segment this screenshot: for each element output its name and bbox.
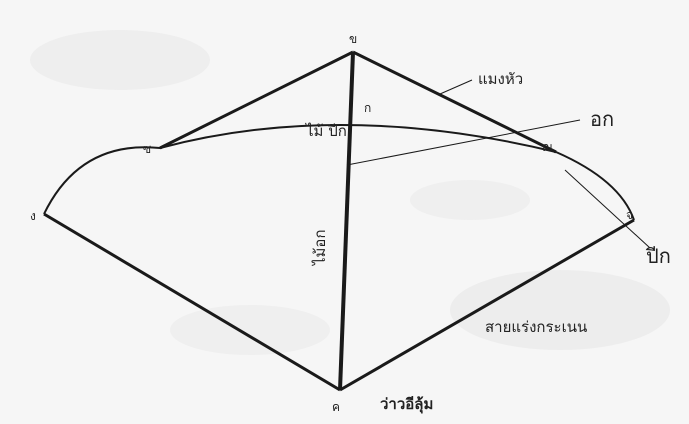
leader-ok <box>346 119 581 166</box>
edge-right-bottom <box>339 218 635 392</box>
label-bottom-vertex: ค <box>332 400 340 414</box>
edge-top-right <box>352 50 557 154</box>
label-right-vertex: จ <box>626 208 633 222</box>
center-spar <box>338 51 355 391</box>
label-ok: อก <box>590 107 614 131</box>
leader-mae-wong-hua <box>439 79 473 95</box>
edge-bottom-left <box>43 212 341 392</box>
edge-left-top <box>159 50 354 150</box>
label-sai-rang: สายแร่งกระเนน <box>485 318 587 336</box>
wing-arc <box>43 123 635 221</box>
label-center-mark: ก <box>364 101 371 115</box>
paper-texture <box>30 30 670 355</box>
leader-pik <box>564 169 651 249</box>
label-top-vertex: ข <box>349 32 357 46</box>
label-pik: ปีก <box>646 244 671 268</box>
label-mai-ok: ไม้อก <box>311 229 329 266</box>
label-mae-wong-hua: แมงหัว <box>478 70 523 88</box>
label-right-upper: ณ <box>542 140 553 154</box>
label-left-vertex: ง <box>30 209 36 223</box>
label-mai-pak: ไม้ ปีก <box>305 122 347 140</box>
label-left-upper: ซ <box>143 142 151 156</box>
caption: ว่าวอีลุ้ม <box>380 395 433 414</box>
